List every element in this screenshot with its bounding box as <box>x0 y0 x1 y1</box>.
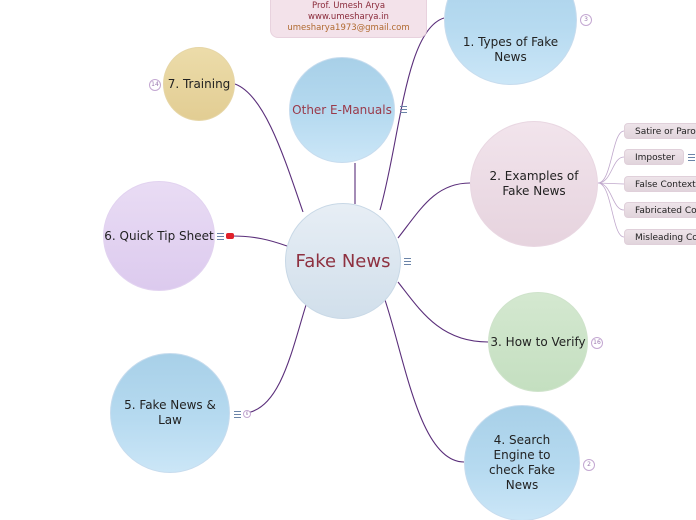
central-topic-node[interactable]: Fake News <box>285 203 401 319</box>
author-email: umesharya1973@gmail.com <box>287 23 410 33</box>
note-icon[interactable] <box>688 154 695 161</box>
link-verify <box>397 281 489 343</box>
topic-fake-news-and-law[interactable]: 5. Fake News & Law <box>110 353 230 473</box>
topic-label: Other E-Manuals <box>292 102 392 117</box>
central-topic-title: Fake News <box>295 250 391 272</box>
link-sub-satire <box>597 130 625 184</box>
topic-search-engine[interactable]: 4. Search Engine to check Fake News <box>464 405 580 520</box>
note-icon[interactable] <box>400 106 407 113</box>
link-sub-misleading <box>597 182 625 238</box>
topic-quick-tip-sheet[interactable]: 6. Quick Tip Sheet <box>103 181 215 291</box>
link-search <box>384 299 465 463</box>
link-law <box>244 304 307 414</box>
child-count-badge[interactable]: 16 <box>591 337 603 349</box>
child-count-badge[interactable]: 14 <box>149 79 161 91</box>
topic-examples-of-fake-news[interactable]: 2. Examples of Fake News <box>470 121 598 247</box>
link-sub-imposter <box>597 156 625 184</box>
topic-label: 6. Quick Tip Sheet <box>104 228 214 243</box>
child-count-badge[interactable]: 6 <box>243 410 251 418</box>
link-tips <box>231 235 288 247</box>
link-examples <box>397 182 471 239</box>
topic-other-e-manuals[interactable]: Other E-Manuals <box>289 57 395 163</box>
subtopic-imposter[interactable]: Imposter <box>624 149 684 165</box>
topic-label: 7. Training <box>167 76 231 91</box>
link-types <box>379 17 445 211</box>
topic-label: 2. Examples of Fake News <box>489 169 579 198</box>
child-count-badge[interactable]: 3 <box>580 14 592 26</box>
author-name: Prof. Umesh Arya <box>311 1 386 11</box>
attachment-icon[interactable] <box>226 233 234 239</box>
child-count-badge[interactable]: 2 <box>583 459 595 471</box>
topic-training[interactable]: 7. Training <box>163 47 235 121</box>
subtopic-misleading-content[interactable]: Misleading Content <box>624 229 696 245</box>
link-sub-false-context <box>597 182 625 185</box>
note-icon[interactable] <box>234 411 241 418</box>
subtopic-satire-or-parody[interactable]: Satire or Parody <box>624 123 696 139</box>
topic-label: 3. How to Verify <box>490 334 586 349</box>
author-info-box: Prof. Umesh Arya www.umesharya.in umesha… <box>270 0 427 38</box>
topic-label: 4. Search Engine to check Fake News <box>488 433 555 492</box>
topic-label: 5. Fake News & Law <box>124 398 216 427</box>
note-icon[interactable] <box>404 258 411 265</box>
link-training <box>234 83 304 213</box>
topic-how-to-verify[interactable]: 3. How to Verify <box>488 292 588 392</box>
author-website: www.umesharya.in <box>308 12 389 22</box>
subtopic-false-context[interactable]: False Context <box>624 176 696 192</box>
subtopic-fabricated-content[interactable]: Fabricated Content <box>624 202 696 218</box>
topic-label: 1. Types of Fake News <box>462 35 559 64</box>
note-icon[interactable] <box>217 233 224 240</box>
